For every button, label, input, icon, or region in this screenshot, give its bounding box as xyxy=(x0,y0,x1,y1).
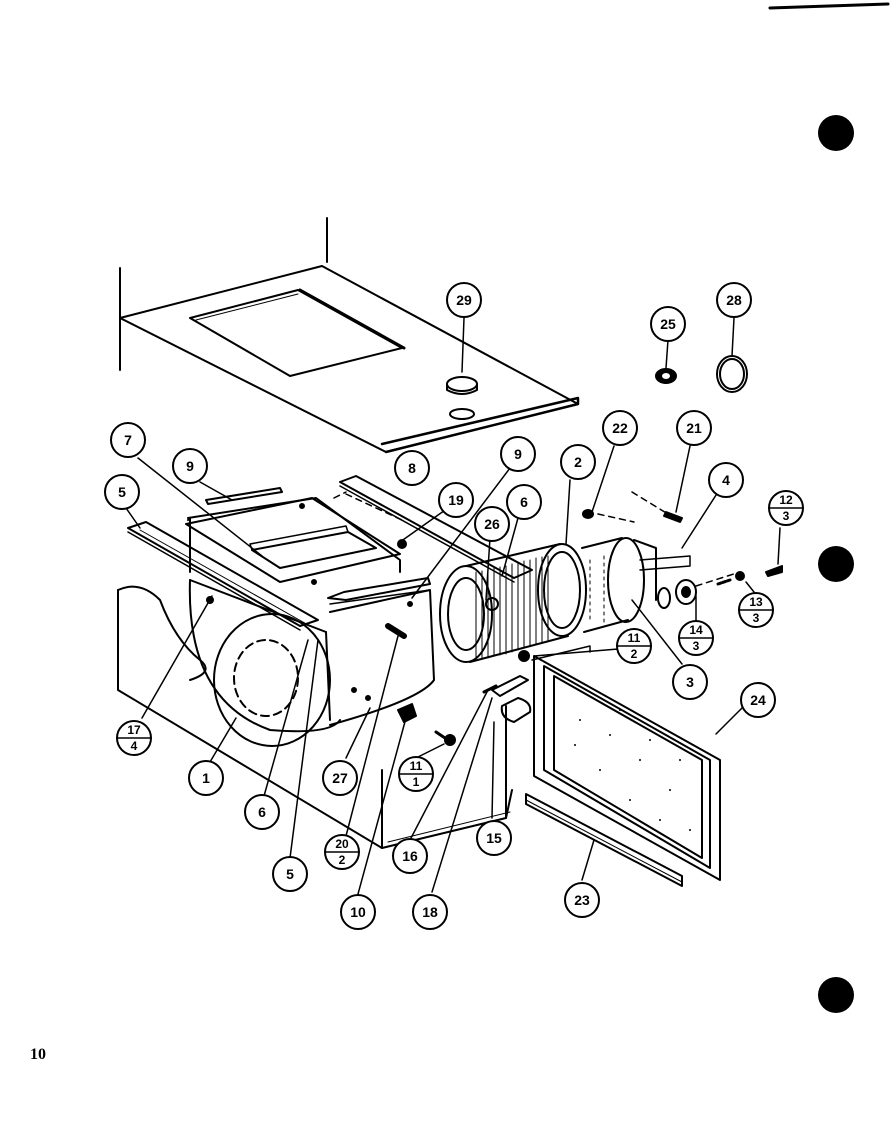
clip-10 xyxy=(397,703,417,723)
mounting-rail-right xyxy=(339,475,533,583)
filter-rail xyxy=(525,793,683,887)
callout-2: 2 xyxy=(574,454,582,470)
motor-mount-dashes xyxy=(333,491,741,587)
blower-deck-plate xyxy=(185,497,401,583)
callout-20: 20 xyxy=(335,837,349,851)
nut-22 xyxy=(582,509,594,519)
callout-16: 16 xyxy=(402,848,418,864)
callout-11a-qty: 2 xyxy=(631,647,638,661)
grommet xyxy=(655,368,677,384)
callout-25: 25 xyxy=(660,316,676,332)
page-edge-mark xyxy=(768,2,890,10)
washer-13 xyxy=(716,571,745,586)
screw-12 xyxy=(765,565,783,577)
callout-13-qty: 3 xyxy=(753,611,760,625)
blower-motor xyxy=(581,537,691,633)
callout-11b-qty: 1 xyxy=(413,775,420,789)
binder-hole-bottom xyxy=(818,977,854,1013)
callout-11b: 11 xyxy=(410,759,423,773)
callout-1: 1 xyxy=(202,770,210,786)
top-cover-panel xyxy=(119,217,580,454)
callout-24: 24 xyxy=(750,692,766,708)
callout-8: 8 xyxy=(408,460,416,476)
callout-26: 26 xyxy=(484,516,500,532)
callout-19: 19 xyxy=(448,492,464,508)
air-filter xyxy=(533,655,721,881)
binder-hole-middle xyxy=(818,546,854,582)
callout-14-qty: 3 xyxy=(693,639,700,653)
bolt-21 xyxy=(663,511,683,523)
callout-6a: 6 xyxy=(520,494,528,510)
mounting-rail-left xyxy=(127,521,319,631)
binder-hole-top xyxy=(818,115,854,151)
callout-22: 22 xyxy=(612,420,628,436)
callout-6b: 6 xyxy=(258,804,266,820)
callout-15: 15 xyxy=(486,830,502,846)
callout-7: 7 xyxy=(124,432,132,448)
callout-20-qty: 2 xyxy=(339,853,346,867)
callout-17: 17 xyxy=(127,723,141,737)
callout-18: 18 xyxy=(422,904,438,920)
callout-9a: 9 xyxy=(186,458,194,474)
callout-4: 4 xyxy=(722,472,730,488)
callout-27: 27 xyxy=(332,770,348,786)
page-number: 10 xyxy=(30,1046,46,1063)
capacitor-bracket xyxy=(482,675,529,697)
callout-12: 12 xyxy=(779,493,793,507)
callout-13: 13 xyxy=(749,595,763,609)
clamp-ring xyxy=(716,355,748,393)
capacitor xyxy=(500,697,532,723)
callout-14: 14 xyxy=(689,623,703,637)
callout-3: 3 xyxy=(686,674,694,690)
callout-12-qty: 3 xyxy=(783,509,790,523)
mounting-rail-middle xyxy=(327,577,431,605)
screw-20 xyxy=(385,623,407,639)
callout-17-qty: 4 xyxy=(131,739,138,753)
callout-28: 28 xyxy=(726,292,742,308)
callout-11a: 11 xyxy=(628,631,641,645)
callout-23: 23 xyxy=(574,892,590,908)
pulley xyxy=(675,579,697,605)
callout-10: 10 xyxy=(350,904,366,920)
callout-5b: 5 xyxy=(286,866,294,882)
rail-small-top xyxy=(205,487,283,505)
blower-housing-box xyxy=(117,585,591,849)
fraction-bars xyxy=(117,507,803,853)
callout-5a: 5 xyxy=(118,484,126,500)
leader-lines xyxy=(125,317,781,895)
blower-scroll-housing xyxy=(187,497,435,747)
screw-11 xyxy=(434,650,530,746)
callout-9b: 9 xyxy=(514,446,522,462)
callout-21: 21 xyxy=(686,420,702,436)
cover-plug xyxy=(446,376,478,420)
callout-29: 29 xyxy=(456,292,472,308)
blower-wheel xyxy=(439,543,587,663)
